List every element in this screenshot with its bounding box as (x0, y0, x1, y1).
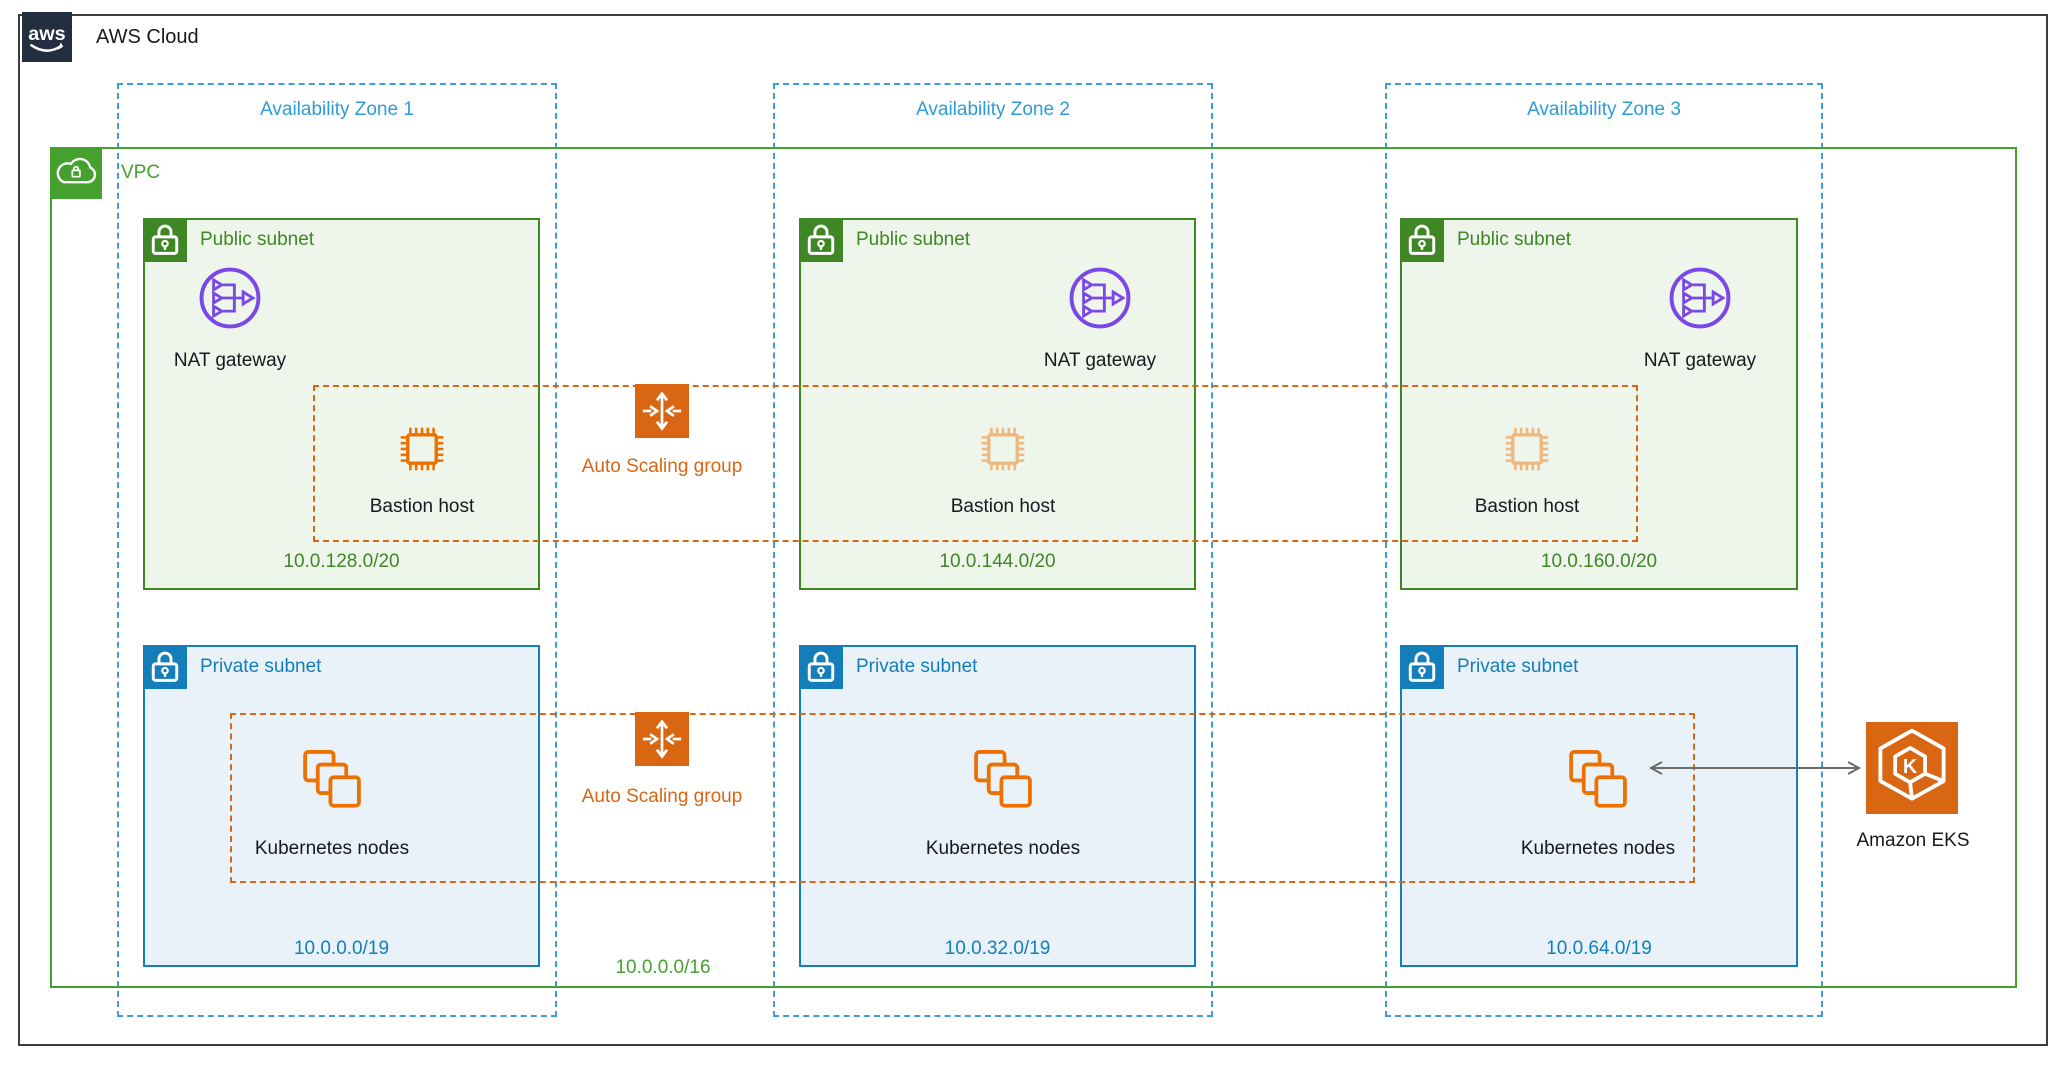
bastion-host-icon (972, 418, 1034, 480)
bastion-host-label: Bastion host (369, 496, 475, 517)
bastion-host-label: Bastion host (1474, 496, 1580, 517)
public-subnet-2-cidr: 10.0.144.0/20 (939, 551, 1056, 572)
aws-cloud-icon: aws (22, 12, 72, 62)
nat-gateway-icon (1065, 263, 1135, 333)
nat-gateway-label: NAT gateway (1643, 350, 1757, 371)
private-subnet-2-cidr: 10.0.32.0/19 (944, 938, 1051, 959)
availability-zone-3-label: Availability Zone 3 (1527, 99, 1681, 120)
auto-scaling-group-2-box (230, 713, 1695, 883)
private-subnet-lock-icon (1400, 645, 1444, 689)
auto-scaling-group-1-box (313, 385, 1638, 542)
availability-zone-1-label: Availability Zone 1 (260, 99, 414, 120)
private-subnet-1-label: Private subnet (200, 656, 322, 677)
auto-scaling-icon (635, 384, 689, 438)
private-subnet-2 (799, 645, 1196, 967)
public-subnet-lock-icon (1400, 218, 1444, 262)
aws-logo-text: aws (28, 23, 65, 45)
availability-zone-2-label: Availability Zone 2 (916, 99, 1070, 120)
nat-gateway-icon (1665, 263, 1735, 333)
vpc-cidr: 10.0.0.0/16 (615, 957, 711, 978)
public-subnet-3 (1400, 218, 1798, 590)
public-subnet-1-label: Public subnet (200, 229, 315, 250)
kubernetes-nodes-label: Kubernetes nodes (254, 838, 410, 859)
public-subnet-3-label: Public subnet (1457, 229, 1572, 250)
availability-zone-1 (117, 83, 557, 1017)
private-subnet-3-cidr: 10.0.64.0/19 (1546, 938, 1652, 959)
kubernetes-nodes-icon (965, 744, 1041, 820)
nat-gateway-icon (195, 263, 265, 333)
auto-scaling-group-1-label: Auto Scaling group (581, 456, 743, 477)
vpc-label: VPC (121, 162, 161, 183)
connection-arrow (1645, 760, 1865, 776)
private-subnet-2-label: Private subnet (856, 656, 978, 677)
vpc-cloud-lock-icon (56, 157, 97, 184)
availability-zone-2 (773, 83, 1213, 1017)
vpc-box (50, 147, 2017, 988)
svg-text:K: K (1903, 756, 1918, 778)
public-subnet-lock-icon (799, 218, 843, 262)
aws-cloud-box (18, 14, 2048, 1046)
private-subnet-1-cidr: 10.0.0.0/19 (293, 938, 390, 959)
public-subnet-2-label: Public subnet (856, 229, 971, 250)
eks-label: Amazon EKS (1856, 830, 1970, 851)
private-subnet-lock-icon (799, 645, 843, 689)
nat-gateway-label: NAT gateway (1043, 350, 1157, 371)
public-subnet-2 (799, 218, 1196, 590)
eks-icon: K (1866, 722, 1958, 814)
private-subnet-lock-icon (143, 645, 187, 689)
kubernetes-nodes-label: Kubernetes nodes (925, 838, 1081, 859)
nat-gateway-label: NAT gateway (173, 350, 287, 371)
public-subnet-1-cidr: 10.0.128.0/20 (283, 551, 400, 572)
auto-scaling-group-2-label: Auto Scaling group (581, 786, 743, 807)
auto-scaling-icon (635, 712, 689, 766)
aws-logo-icon: aws (28, 23, 66, 52)
bastion-host-label: Bastion host (950, 496, 1056, 517)
kubernetes-nodes-label: Kubernetes nodes (1520, 838, 1676, 859)
availability-zone-3 (1385, 83, 1823, 1017)
public-subnet-3-cidr: 10.0.160.0/20 (1540, 551, 1658, 572)
private-subnet-3-label: Private subnet (1457, 656, 1579, 677)
vpc-icon (50, 147, 102, 199)
kubernetes-nodes-icon (294, 744, 370, 820)
kubernetes-nodes-icon (1560, 744, 1636, 820)
bastion-host-icon (1496, 418, 1558, 480)
aws-cloud-title: AWS Cloud (96, 26, 199, 48)
bastion-host-icon (391, 418, 453, 480)
public-subnet-lock-icon (143, 218, 187, 262)
